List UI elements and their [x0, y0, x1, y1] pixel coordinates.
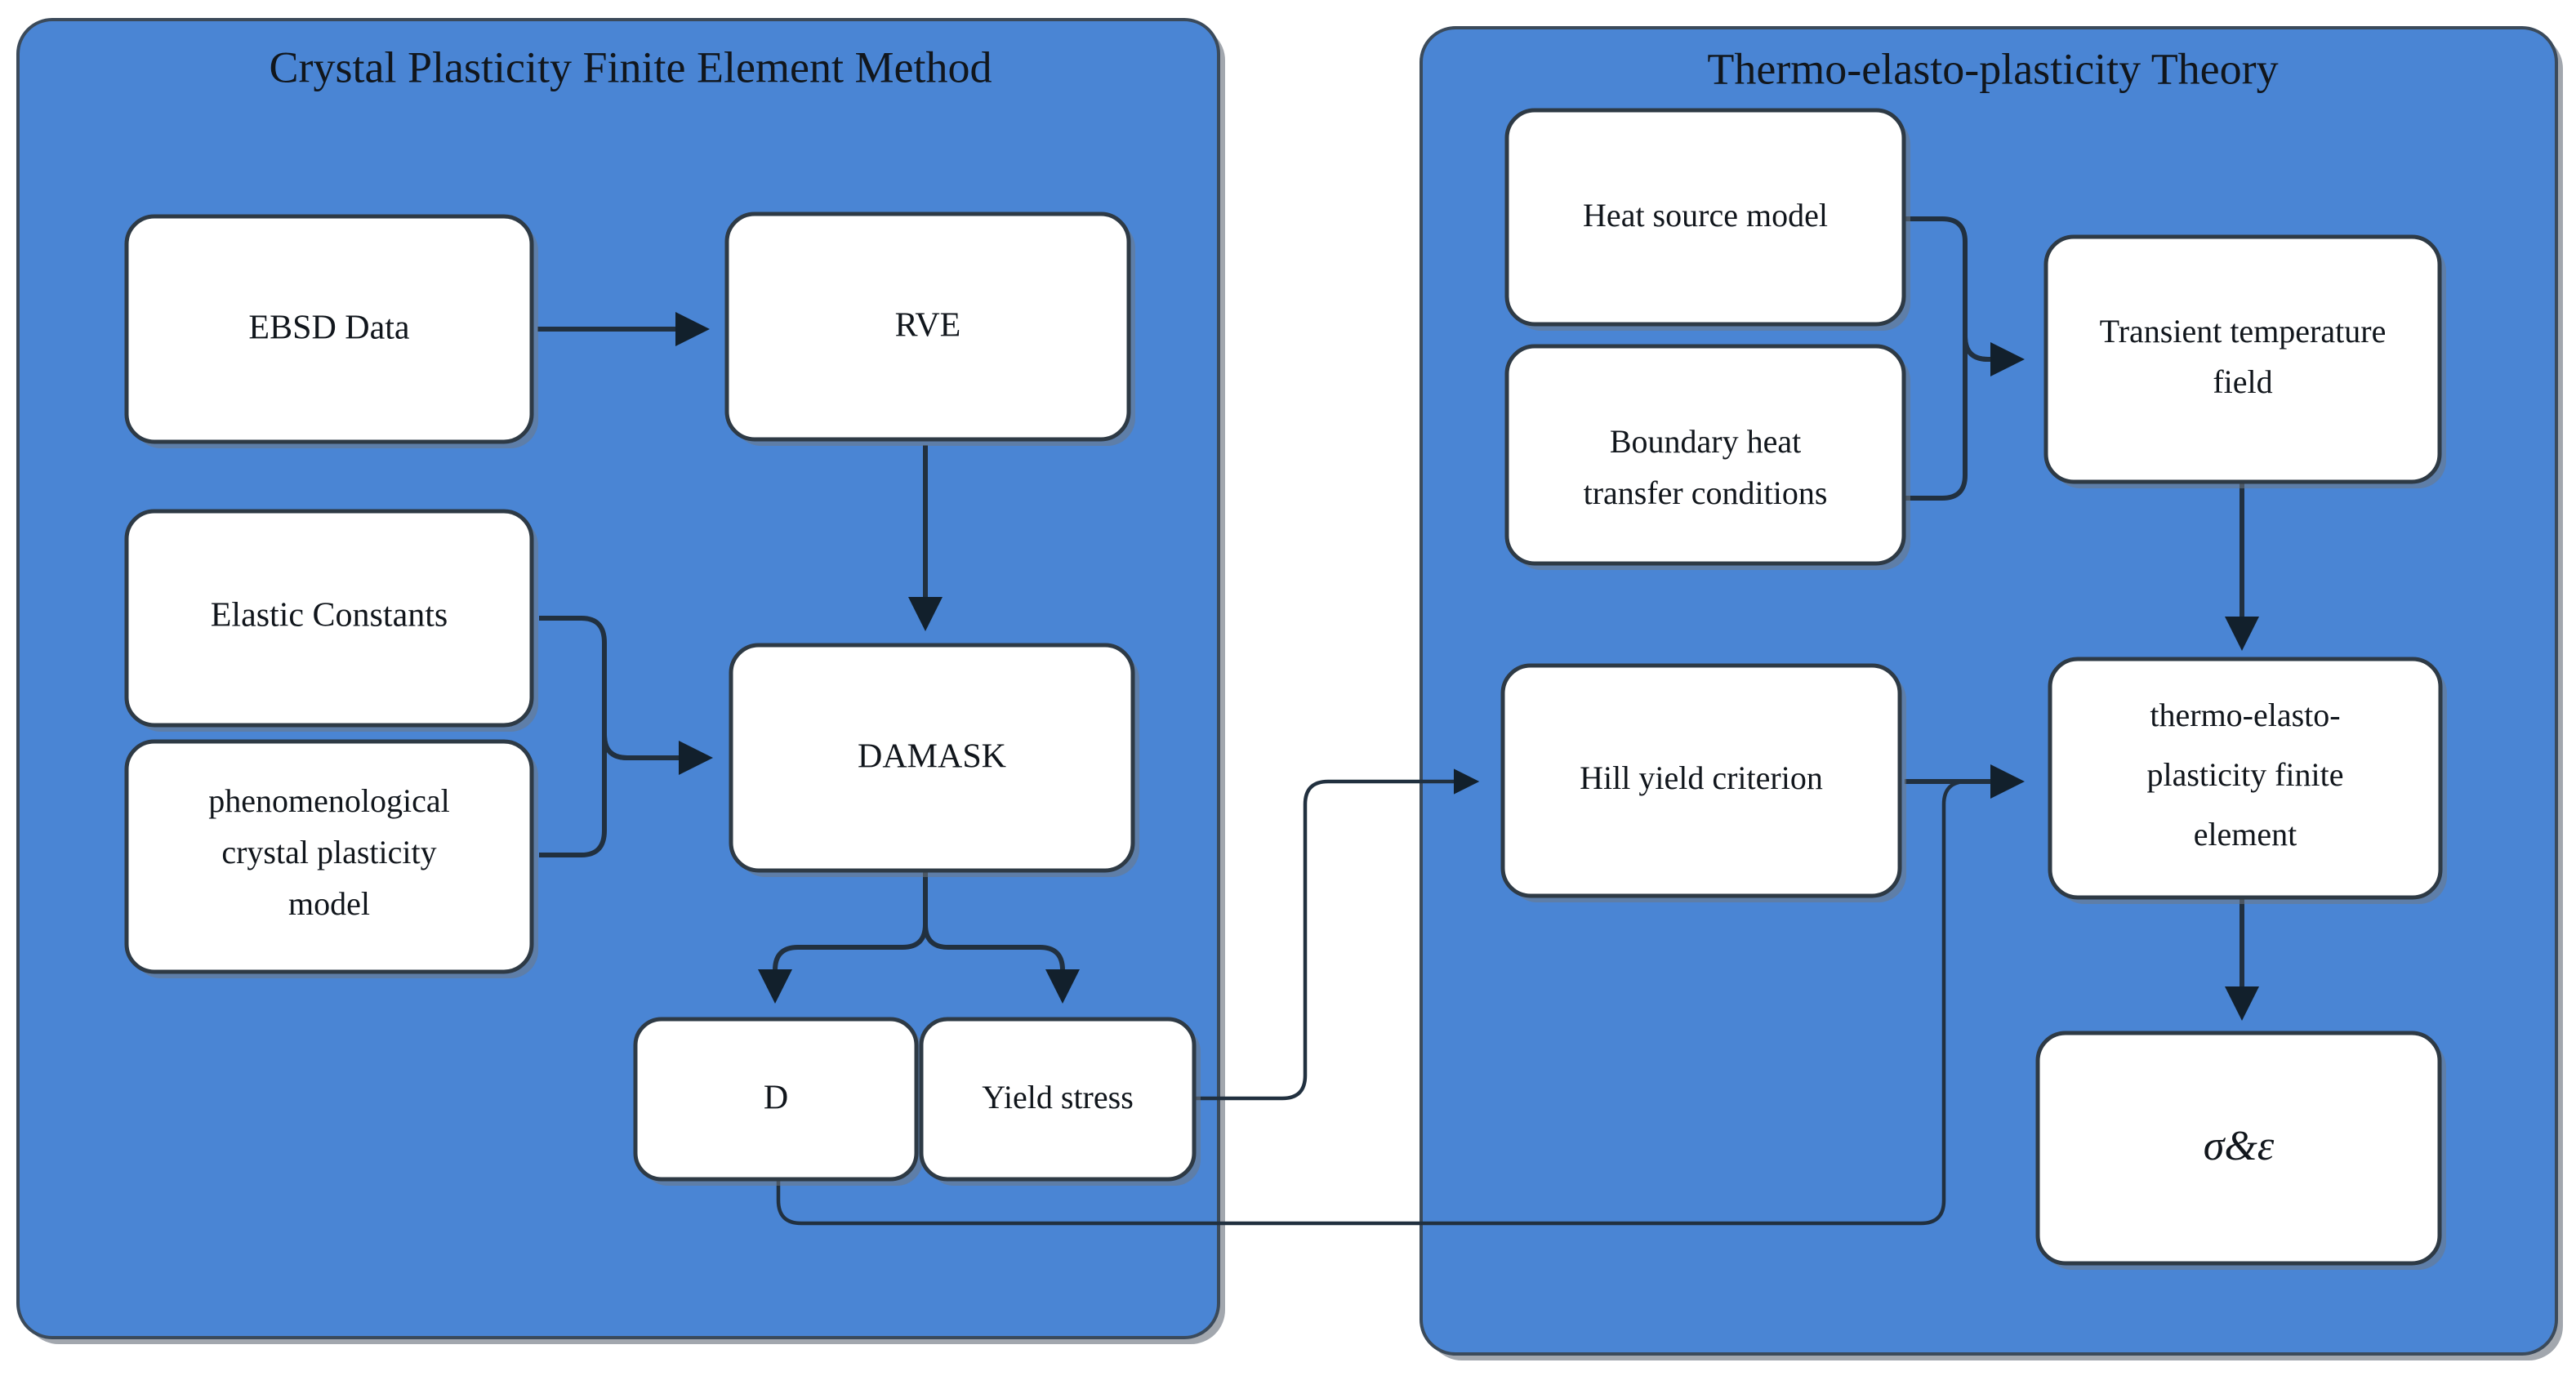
edge-yield-to-hill [1194, 768, 1480, 1101]
node-hill-yield-criterion[interactable]: Hill yield criterion [1500, 663, 1906, 902]
node-box[interactable] [729, 643, 1135, 873]
node-elastic-constants[interactable]: Elastic Constants [124, 509, 538, 732]
node-tep-line2: plasticity finite [2146, 756, 2343, 793]
node-box[interactable] [2043, 234, 2442, 484]
node-transient-line2: field [2213, 363, 2272, 400]
edge-boundary-to-transient [1905, 334, 2025, 501]
node-transient-line1: Transient temperature [2100, 313, 2387, 350]
node-d-label: D [764, 1080, 788, 1117]
node-box[interactable] [2048, 657, 2443, 900]
node-hill-yield-criterion-label: Hill yield criterion [1580, 759, 1823, 796]
node-damask-label: DAMASK [858, 738, 1006, 776]
node-box[interactable] [1504, 108, 1906, 327]
node-boundary-line1: Boundary heat [1610, 423, 1801, 460]
node-heat-source-model-label: Heat source model [1583, 197, 1828, 234]
node-box[interactable] [633, 1017, 919, 1182]
node-heat-source-model[interactable]: Heat source model [1504, 108, 1910, 331]
node-d[interactable]: D [633, 1017, 923, 1186]
node-box[interactable] [124, 509, 534, 728]
node-yield-stress-label: Yield stress [982, 1079, 1134, 1115]
edge-damask-to-yield [923, 870, 1080, 1004]
node-damask[interactable]: DAMASK [729, 643, 1139, 877]
left-panel-title: Crystal Plasticity Finite Element Method [270, 42, 992, 91]
node-yield-stress[interactable]: Yield stress [919, 1017, 1201, 1186]
node-box[interactable] [1500, 663, 1902, 898]
node-rve-label: RVE [895, 307, 961, 345]
node-box[interactable] [724, 212, 1131, 442]
edge-pheno-to-damask [539, 733, 713, 857]
node-tep-line1: thermo-elasto- [2150, 697, 2340, 733]
node-box[interactable] [124, 214, 534, 444]
right-panel-title: Thermo-elasto-plasticity Theory [1707, 44, 2278, 93]
node-rve[interactable]: RVE [724, 212, 1135, 446]
node-pheno-line3: model [288, 885, 370, 922]
node-box[interactable] [124, 739, 534, 974]
node-pheno-line2: crystal plasticity [221, 834, 436, 871]
node-sigma-epsilon[interactable]: σ&ε [2035, 1031, 2446, 1270]
node-pheno-crystal-plasticity-model[interactable]: phenomenological crystal plasticity mode… [124, 739, 538, 978]
node-sigma-epsilon-label: σ&ε [2204, 1123, 2275, 1169]
node-ebsd-data[interactable]: EBSD Data [124, 214, 538, 448]
node-boundary-heat-transfer-conditions[interactable]: Boundary heat transfer conditions [1504, 344, 1910, 570]
node-boundary-line2: transfer conditions [1584, 474, 1828, 511]
node-tep-line3: element [2194, 816, 2297, 853]
node-box[interactable] [919, 1017, 1197, 1182]
node-elastic-constants-label: Elastic Constants [211, 597, 448, 635]
node-box[interactable] [1504, 344, 1906, 566]
node-transient-temperature-field[interactable]: Transient temperature field [2043, 234, 2446, 488]
node-pheno-line1: phenomenological [208, 782, 449, 819]
edge-d-to-tep [776, 768, 2022, 1226]
node-ebsd-data-label: EBSD Data [248, 309, 410, 347]
node-thermo-elasto-plasticity-finite-element[interactable]: thermo-elasto- plasticity finite element [2048, 657, 2447, 904]
node-box[interactable] [2035, 1031, 2442, 1266]
